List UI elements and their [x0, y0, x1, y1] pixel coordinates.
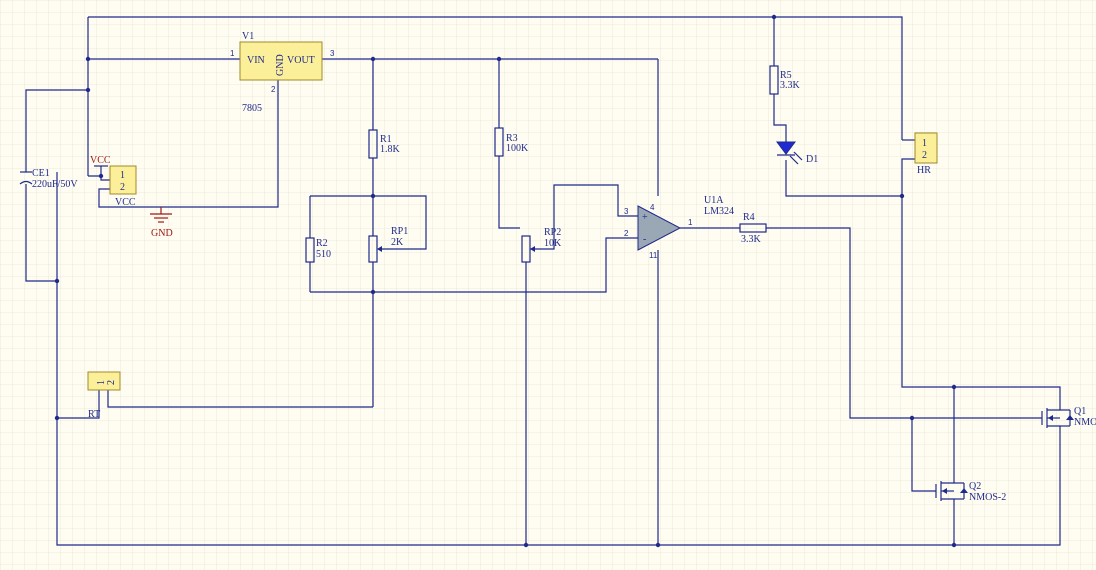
capacitor-designator: CE1 [32, 168, 50, 179]
heater-connector[interactable]: 1 2 HR [914, 132, 938, 176]
opamp-pin-gnd: 11 [649, 251, 658, 260]
hr-pin2: 2 [922, 150, 927, 161]
r4-designator: R4 [743, 212, 755, 223]
mosfet-q1[interactable]: Q1 NMOS [1041, 404, 1096, 432]
r3-value: 100K [506, 143, 529, 154]
power-connector-pin1: 1 [120, 170, 125, 181]
regulator-designator: V1 [242, 31, 254, 42]
q2-part: NMOS-2 [969, 492, 1006, 503]
opamp-plus: + [642, 212, 648, 223]
mosfet-q2[interactable]: Q2 NMOS-2 [935, 478, 1006, 506]
hr-designator: HR [917, 165, 931, 176]
rt-pin1: 1 [96, 380, 107, 385]
rp1-value: 2K [391, 237, 404, 248]
hr-pin1: 1 [922, 138, 927, 149]
resistor-r3[interactable]: R3 100K [494, 127, 529, 157]
ground-label: GND [151, 228, 173, 239]
rp2-value: 10K [544, 238, 562, 249]
led-d1[interactable]: D1 [776, 141, 818, 165]
sensor-connector[interactable]: 1 2 RT [87, 371, 121, 420]
q2-designator: Q2 [969, 481, 981, 492]
rp1-designator: RP1 [391, 226, 408, 237]
junctions [54, 14, 957, 548]
regulator-vin-label: VIN [247, 55, 265, 66]
r5-value: 3.3K [780, 80, 801, 91]
power-connector-pin2: 2 [120, 182, 125, 193]
q1-designator: Q1 [1074, 406, 1086, 417]
r3-designator: R3 [506, 133, 518, 144]
power-connector[interactable]: 1 2 VCC VCC [90, 155, 137, 208]
potentiometer-rp1[interactable]: RP1 2K [368, 226, 408, 263]
resistor-r5[interactable]: R5 3.3K [769, 65, 801, 95]
r4-value: 3.3K [741, 234, 762, 245]
regulator-pin1: 1 [230, 49, 235, 58]
potentiometer-rp2[interactable]: RP2 10K [521, 227, 562, 263]
capacitor-value: 220uF/50V [32, 179, 78, 190]
r1-value: 1.8K [380, 144, 401, 155]
vcc-net-label-top: VCC [90, 155, 111, 166]
regulator-vout-label: VOUT [287, 55, 315, 66]
r5-designator: R5 [780, 70, 792, 81]
led-designator: D1 [806, 154, 818, 165]
regulator-v1[interactable]: VIN VOUT GND V1 7805 1 3 2 [222, 31, 340, 114]
opamp-u1a[interactable]: + - U1A LM324 3 2 1 4 11 [624, 195, 734, 260]
opamp-pin-minus: 2 [624, 229, 629, 238]
rt-pin2: 2 [106, 380, 117, 385]
resistor-r4[interactable]: R4 3.3K [739, 212, 767, 245]
opamp-part: LM324 [704, 206, 734, 217]
opamp-pin-plus: 3 [624, 207, 629, 216]
ground-symbol: GND [150, 207, 173, 239]
vcc-net-label-bottom: VCC [115, 197, 136, 208]
r1-designator: R1 [380, 134, 392, 145]
opamp-designator: U1A [704, 195, 724, 206]
wires [25, 16, 1061, 546]
capacitor-ce1[interactable]: CE1 220uF/50V [19, 168, 78, 190]
opamp-minus: - [643, 234, 646, 245]
regulator-pin3: 3 [330, 49, 335, 58]
regulator-part: 7805 [242, 103, 262, 114]
opamp-pin-out: 1 [688, 218, 693, 227]
regulator-pin2: 2 [271, 85, 276, 94]
r2-designator: R2 [316, 238, 328, 249]
r2-value: 510 [316, 249, 331, 260]
resistor-r2[interactable]: R2 510 [305, 237, 331, 263]
resistor-r1[interactable]: R1 1.8K [368, 129, 401, 159]
rp2-designator: RP2 [544, 227, 561, 238]
q1-part: NMOS [1074, 417, 1096, 428]
rt-designator: RT [88, 409, 100, 420]
regulator-gnd-label: GND [275, 54, 286, 76]
opamp-pin-vcc: 4 [650, 203, 655, 212]
